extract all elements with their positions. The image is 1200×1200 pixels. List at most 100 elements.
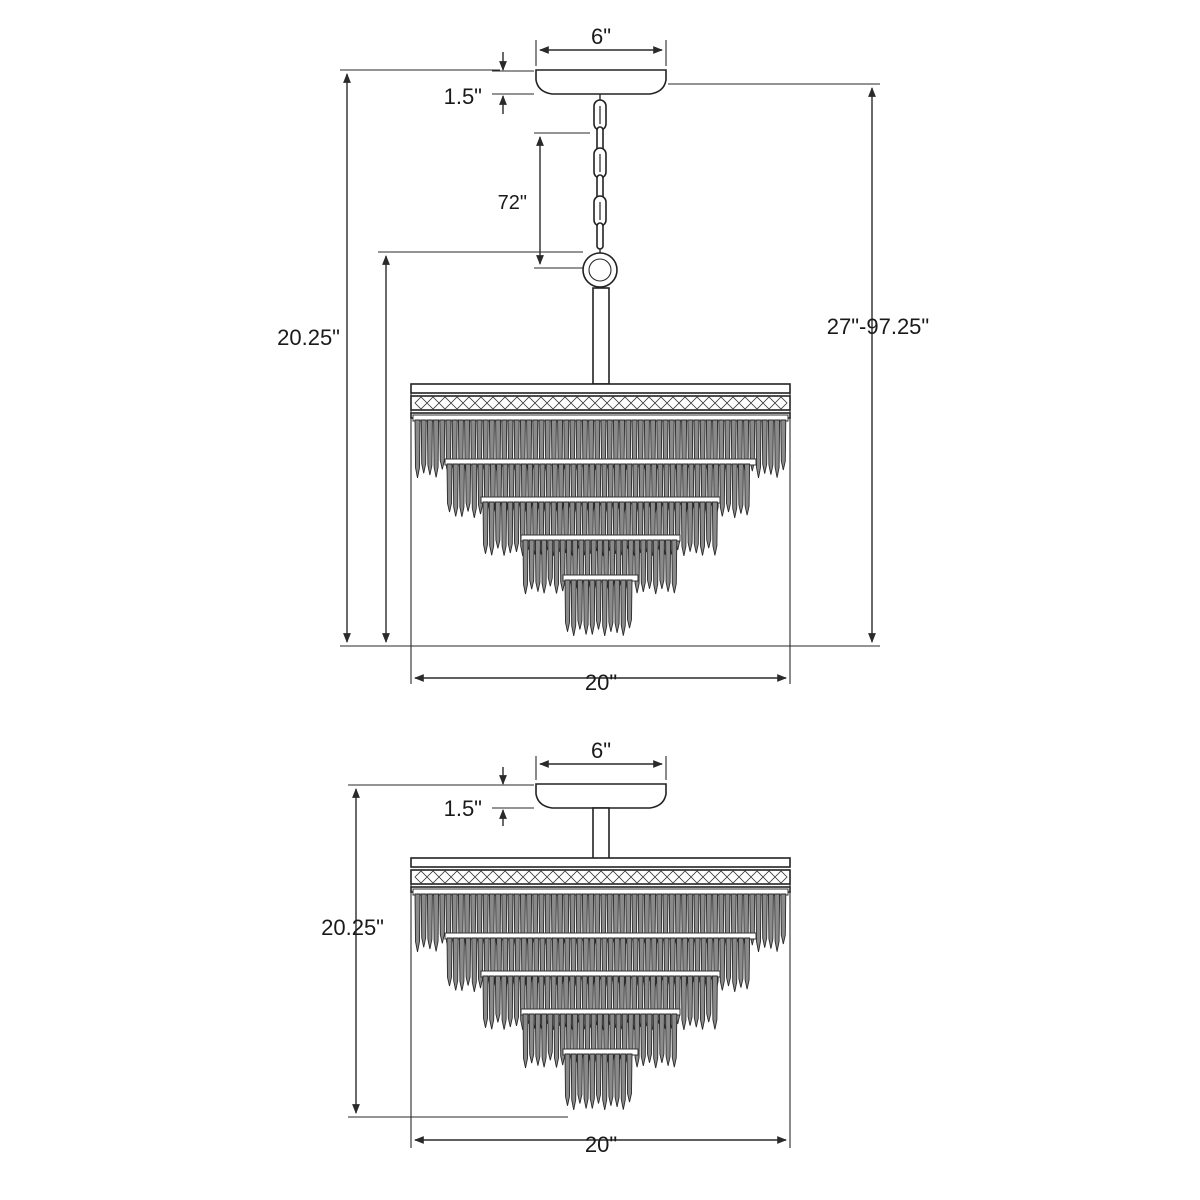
crystal-drop	[528, 539, 535, 590]
body-height-label: 20.25"	[277, 325, 340, 350]
crystal-drop	[553, 539, 560, 594]
crystal-drop	[564, 1053, 571, 1106]
crystal-drop	[614, 579, 621, 633]
crystal-drop	[426, 893, 433, 950]
crystal-drop	[494, 501, 501, 549]
chain	[593, 94, 607, 253]
crystal-drop	[452, 937, 459, 991]
top-plate	[410, 857, 791, 868]
crystal-drop	[731, 937, 738, 993]
tier-ring	[412, 414, 789, 422]
crystal-drop	[439, 893, 446, 944]
dim-inner-height-line	[378, 251, 583, 643]
crystal-drop	[774, 419, 781, 478]
crystal-drop	[699, 501, 706, 556]
canopy	[535, 69, 667, 95]
crystal-drop	[414, 419, 421, 479]
crystal-drop	[433, 893, 440, 952]
dim-chain-length: 72"	[498, 132, 590, 269]
canopy-width-label: 6"	[591, 738, 611, 763]
crystal-drop	[755, 419, 762, 478]
stem	[592, 287, 610, 385]
canopy-height-label: 1.5"	[444, 84, 482, 109]
crystal-drop	[595, 1053, 602, 1104]
crystal-drop	[687, 975, 694, 1026]
crystal-drop	[458, 463, 465, 517]
crystal-drop	[774, 893, 781, 952]
stem	[592, 807, 610, 863]
crystal-drop	[658, 1013, 665, 1063]
crystal-drop	[640, 539, 647, 592]
crystal-drop	[780, 419, 787, 471]
crystal-drop	[477, 937, 484, 989]
crystal-drop	[634, 539, 641, 594]
crystal-drop	[433, 419, 440, 478]
crystal-drop	[705, 501, 712, 549]
crystal-drop	[488, 975, 495, 1030]
crystal-drop	[744, 463, 751, 516]
crystal-drop	[761, 893, 768, 948]
crystal-drop	[665, 539, 672, 592]
chandelier-body	[410, 857, 791, 1110]
crystal-drop	[705, 975, 712, 1023]
crystal-drop	[420, 419, 427, 474]
crystal-drop	[446, 463, 453, 513]
crystal-drop	[482, 975, 489, 1028]
crystal-drop	[671, 539, 678, 594]
crystal-drop	[446, 937, 453, 987]
crystal-drop	[528, 1013, 535, 1064]
dim-body-width: 20"	[410, 392, 791, 695]
crystal-drop	[488, 501, 495, 556]
crystal-drop	[626, 1053, 633, 1103]
crystal-drop	[458, 937, 465, 991]
canopy	[535, 783, 667, 809]
crystal-drop	[749, 419, 756, 472]
dim-body-height: 20.25"	[277, 69, 640, 647]
crystal-drop	[755, 893, 762, 952]
crystal-drop	[439, 419, 446, 470]
body-width-label: 20"	[585, 670, 617, 695]
crystal-drop	[601, 1053, 608, 1110]
crystal-drop	[687, 501, 694, 552]
crystal-drop	[626, 579, 633, 629]
crystal-drop	[767, 893, 774, 949]
crystal-drop	[693, 975, 700, 1028]
crystal-drop	[583, 1053, 590, 1109]
crystal-drop	[646, 1013, 653, 1063]
crystal-drop	[680, 975, 687, 1031]
crystal-drop	[570, 1053, 577, 1110]
crystal-drop	[414, 893, 421, 953]
crystal-drop	[513, 975, 520, 1026]
crystal-drop	[620, 1053, 627, 1110]
chain-link	[596, 222, 604, 250]
dim-body-height: 20.25"	[321, 784, 568, 1118]
crystal-drop	[420, 893, 427, 948]
crystal-drop	[559, 539, 566, 592]
crystal-drop	[652, 1013, 659, 1069]
top-plate	[410, 383, 791, 394]
ring	[582, 252, 618, 288]
crystal-drop	[553, 1013, 560, 1068]
crystal-drop	[646, 539, 653, 589]
crystal-drop	[501, 501, 508, 556]
crystal-drop	[711, 975, 718, 1030]
crystal-drop	[583, 579, 590, 635]
dim-canopy-height: 1.5"	[444, 767, 534, 826]
body-width-label: 20"	[585, 1132, 617, 1157]
overall-height-label: 27"-97.25"	[827, 314, 929, 339]
crystal-drop	[640, 1013, 647, 1066]
dim-canopy-width: 6"	[535, 738, 667, 780]
crystal-drop	[534, 539, 541, 592]
crystal-drop	[725, 463, 732, 513]
crystal-drop	[501, 975, 508, 1030]
crystal-drop	[737, 463, 744, 514]
crystal-drop	[693, 501, 700, 554]
body-height-label: 20.25"	[321, 915, 384, 940]
chain-length-label: 72"	[498, 192, 527, 214]
crystal-drop	[595, 579, 602, 630]
crystal-drop	[576, 579, 583, 630]
crystal-drop	[601, 579, 608, 636]
crystal-drop	[471, 937, 478, 992]
crystal-drop	[541, 539, 548, 594]
crystal-drop	[465, 937, 472, 986]
